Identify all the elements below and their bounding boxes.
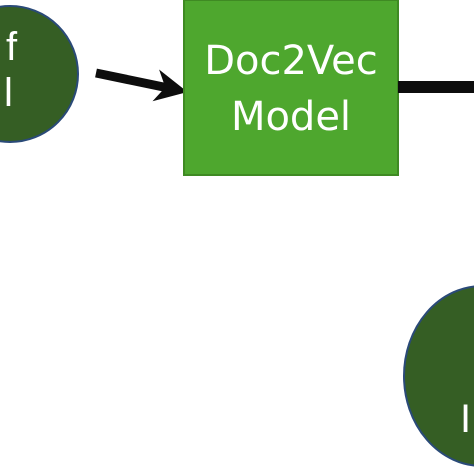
model-box-line-1: Doc2Vec [204,38,378,84]
output-ellipse-shape [403,285,474,467]
output-ellipse-node: I [403,285,474,467]
model-box-shape [183,0,399,176]
input-ellipse-shape [0,5,79,143]
input-ellipse-node: f l [0,5,79,143]
output-ellipse-line-1: I [460,397,471,441]
doc2vec-model-box: Doc2Vec Model [183,0,399,176]
model-box-line-2: Model [231,94,351,140]
arrow-input-to-model [95,68,188,102]
input-ellipse-line-2: l [4,71,13,115]
input-ellipse-line-1: f [6,25,18,69]
